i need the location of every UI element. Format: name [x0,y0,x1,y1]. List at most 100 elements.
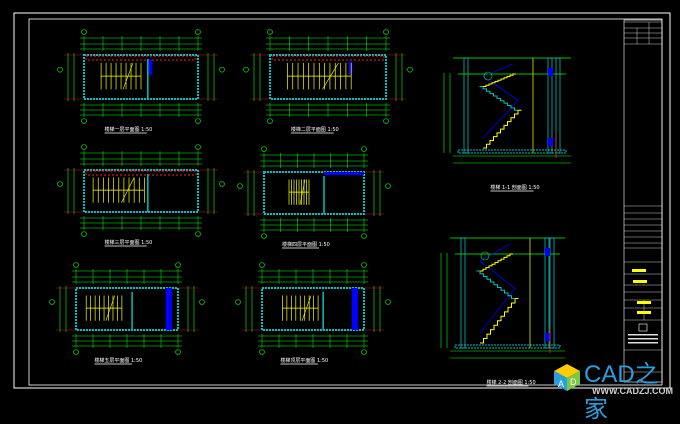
axis-bubble [199,299,205,305]
blue-beam [545,333,550,341]
axis-bubble [383,118,389,124]
axis-bubble [361,262,367,268]
wall-outline [263,171,365,215]
blue-wall [351,288,358,330]
plan-title: 楼梯一层平面图 1:50 [105,126,153,133]
axis-bubble [385,299,391,305]
axis-bubble [259,262,265,268]
stair-plan: 楼梯顶层平面图 1:50 [235,262,391,365]
axis-bubble [219,181,225,187]
axis-bubble [259,349,265,355]
watermark: A D CAD之家 WWW.CADZJ.COM [548,356,680,423]
stair-section: 楼梯 2-2 剖面图 1:50 [440,237,565,387]
axis-bubble [57,181,63,187]
blue-beam [545,248,550,256]
stair-flight [483,109,522,149]
axis-bubble [81,118,87,124]
wall-outline [75,287,179,331]
axis-bubble [195,231,201,237]
stair-railing [482,63,514,77]
stair-railing [479,260,516,289]
title-block-text [628,338,658,340]
stair-break-line [121,177,135,203]
title-block-yellow-text [637,301,651,304]
axis-bubble [235,299,241,305]
stair-break-line [105,295,116,321]
section-column [463,57,469,154]
cube-letter-d: D [570,377,577,387]
wall-hatch [85,170,197,176]
stair-plan: 楼梯二层平面图 1:50 [243,29,413,134]
axis-bubble [73,262,79,268]
detail-bubble [480,251,490,261]
title-block-yellow-text [632,269,646,272]
cube-logo-icon: A D [554,364,580,391]
blue-wall [348,61,353,75]
axis-bubble [57,66,63,73]
title-block [623,19,663,383]
section-column [549,237,555,349]
axis-bubble [261,233,267,239]
axis-bubble [175,262,181,268]
blue-wall [165,288,172,330]
plan-title: 楼梯四层平面图 1:50 [282,241,330,248]
wall-hatch [85,55,197,61]
axis-bubble [195,29,201,35]
axis-bubble [361,233,367,239]
stair-railing [482,99,519,139]
stair-plan: 楼梯四层平面图 1:50 [237,146,391,249]
wall-outline [269,54,387,100]
wall-outline [261,287,365,331]
blue-beam [548,138,553,146]
axis-bubble [383,29,389,35]
title-block-text [628,342,658,344]
section-title: 楼梯 1-1 剖面图 1:50 [490,184,539,191]
wall-outline [83,54,199,100]
section-column [460,237,466,349]
axis-bubble [219,66,225,73]
axis-bubble [361,146,367,152]
plan-title: 楼梯五层平面图 1:50 [94,357,142,364]
axis-bubble [81,29,87,35]
outer-frame [13,12,671,389]
title-block-text [628,334,658,336]
wall-outline [83,169,199,213]
title-block-yellow-text [637,311,651,314]
stair-plan: 楼梯三层平面图 1:50 [57,144,225,247]
stair-break-line [322,62,339,90]
stair-railing [479,243,511,262]
axis-bubble [237,183,243,189]
title-block-logo-icon [638,323,648,332]
blue-wall [148,59,153,75]
stair-sections: 楼梯 1-1 剖面图 1:50 楼梯 2-2 剖面图 1:50 [440,57,571,387]
stair-break-line [122,62,134,90]
section-floor-slab [454,344,561,349]
axis-bubble [267,118,273,124]
stair-flight [480,253,513,272]
cube-letter-a: A [558,379,564,389]
stair-plan: 楼梯五层平面图 1:50 [49,262,205,365]
axis-bubble [175,349,181,355]
wall-hatch [271,55,385,61]
stair-flight [476,270,515,299]
axis-bubble [361,349,367,355]
stair-flight [479,86,518,111]
blue-wall [324,172,364,175]
stair-railing [479,288,516,334]
axis-bubble [267,29,273,35]
section-floor-slab [457,149,567,154]
stair-railing [482,76,519,101]
axis-bubble [195,144,201,150]
axis-bubble [261,146,267,152]
axis-bubble [73,349,79,355]
axis-bubble [243,66,249,73]
stair-flight [483,73,516,87]
title-block-border [623,19,663,383]
axis-bubble [49,299,55,305]
axis-bubble [81,231,87,237]
stair-break-line [299,179,306,205]
axis-bubble [407,66,413,73]
blue-beam [548,68,553,76]
